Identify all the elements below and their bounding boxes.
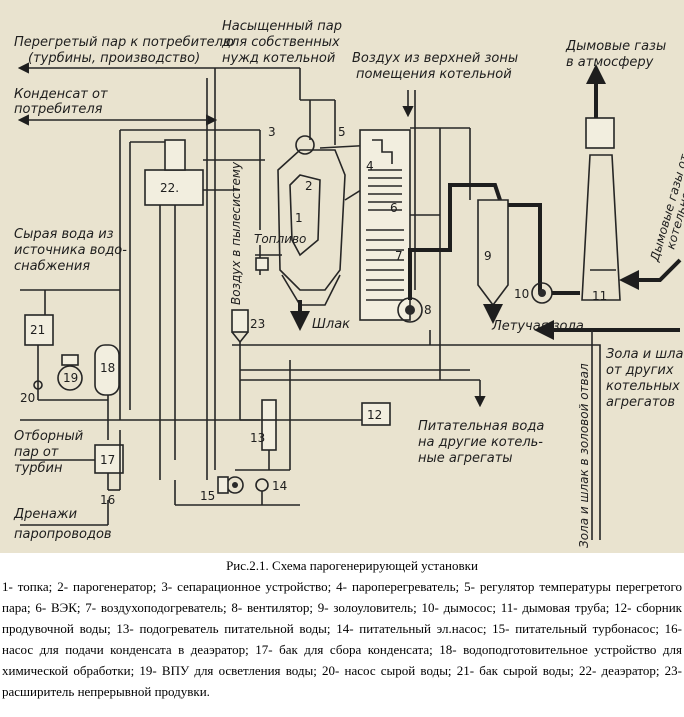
number-6: 6: [390, 201, 398, 215]
number-17: 17: [100, 453, 115, 467]
label-raw-water: Сырая вода из: [14, 227, 114, 242]
number-10: 10: [514, 287, 529, 301]
number-7: 7: [395, 249, 403, 263]
number-16: 16: [100, 493, 115, 507]
gas-path: [408, 64, 682, 340]
caption-legend: 1- топка; 2- парогенератор; 3- сепарацио…: [2, 579, 682, 699]
label-saturated-steam-2: для собственных: [221, 35, 340, 50]
number-18: 18: [100, 361, 115, 375]
label-extraction-steam-3: турбин: [14, 461, 63, 476]
top-steam-lines: [17, 62, 336, 480]
label-drains: Дренажи: [13, 507, 77, 522]
label-extraction-steam-2: пар от: [14, 445, 59, 460]
label-ash-other-2: от других: [606, 363, 674, 378]
number-22: 22.: [160, 181, 179, 195]
blowdown-system: [231, 309, 486, 426]
feed-pumps: [174, 360, 300, 506]
label-ash-other: Зола и шлак: [606, 347, 684, 362]
number-14: 14: [272, 479, 287, 493]
label-condensate-from-consumer: Конденсат от: [14, 87, 108, 102]
label-raw-water-2: источника водо-: [14, 243, 127, 258]
number-23: 23: [250, 317, 265, 331]
label-condensate-from-consumer-2: потребителя: [14, 102, 103, 117]
label-feedwater: Питательная вода: [418, 419, 544, 434]
label-superheated-steam: Перегретый пар к потребителю: [14, 35, 234, 50]
number-3: 3: [268, 125, 276, 139]
number-20: 20: [20, 391, 35, 405]
label-saturated-steam-3: нужд котельной: [222, 51, 335, 66]
figure-caption: Рис.2.1. Схема парогенерирующей установк…: [0, 557, 684, 717]
diagram-labels: Перегретый пар к потребителю (турбины, п…: [13, 19, 684, 548]
number-4: 4: [366, 159, 374, 173]
label-ash-dump: Зола и шлак в золовой отвал: [577, 363, 591, 548]
label-air-upper-zone-2: помещения котельной: [356, 67, 512, 82]
label-air-to-dust-system: Воздух в пылесистему: [229, 161, 243, 305]
label-ash-other-3: котельных: [606, 379, 680, 394]
label-air-upper-zone: Воздух из верхней зоны: [352, 51, 518, 66]
number-15: 15: [200, 489, 215, 503]
number-5: 5: [338, 125, 346, 139]
ash-channel: [232, 330, 601, 540]
number-11: 11: [592, 289, 607, 303]
label-ash-other-4: агрегатов: [606, 395, 675, 410]
label-slag: Шлак: [312, 317, 350, 332]
label-feedwater-3: ные агрегаты: [418, 451, 513, 466]
number-13: 13: [250, 431, 265, 445]
label-fuel: Топливо: [254, 232, 306, 246]
label-fly-ash: Летучая зола: [491, 319, 584, 334]
water-treatment: [20, 289, 120, 440]
label-flue-gases-2: в атмосферу: [566, 55, 654, 70]
label-superheated-steam-2: (турбины, производство): [28, 51, 200, 66]
schematic-figure: Перегретый пар к потребителю (турбины, п…: [0, 0, 684, 553]
label-saturated-steam: Насыщенный пар: [222, 19, 342, 34]
number-9: 9: [484, 249, 492, 263]
number-8: 8: [424, 303, 432, 317]
condensate-system: [20, 419, 260, 526]
schematic-svg: Перегретый пар к потребителю (турбины, п…: [13, 19, 684, 548]
label-drains-2: паропроводов: [14, 527, 112, 542]
label-flue-gases: Дымовые газы: [565, 39, 666, 54]
component-numbers: 1 2 3 4 5 6 7 8 9 10 11 12 13 14 15 16 1…: [20, 125, 607, 507]
number-2: 2: [305, 179, 313, 193]
convective-shaft: [359, 90, 471, 380]
label-raw-water-3: снабжения: [14, 259, 90, 274]
number-12: 12: [367, 408, 382, 422]
number-19: 19: [63, 371, 78, 385]
number-21: 21: [30, 323, 45, 337]
label-extraction-steam: Отборный: [14, 429, 83, 444]
number-1: 1: [295, 211, 303, 225]
deaerator-22: [119, 129, 265, 480]
label-feedwater-2: на другие котель-: [418, 435, 543, 450]
caption-title: Рис.2.1. Схема парогенерирующей установк…: [226, 558, 478, 573]
boiler: [255, 135, 386, 331]
